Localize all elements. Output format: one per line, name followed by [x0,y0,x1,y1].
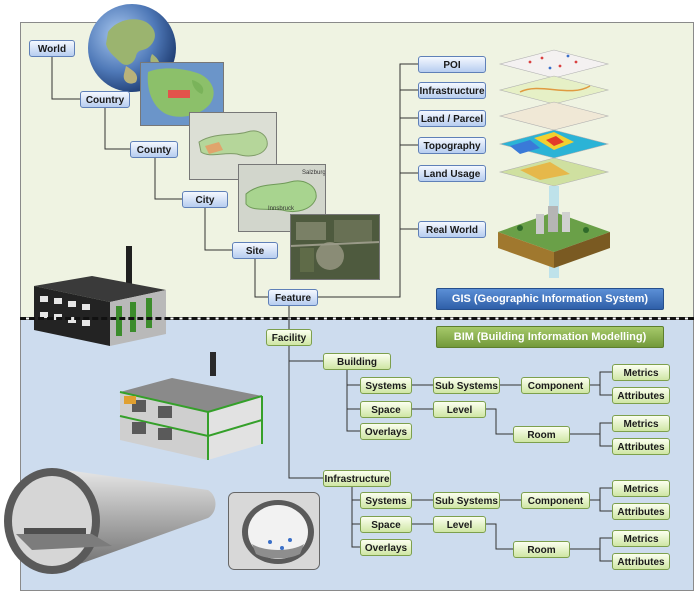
gis-banner: GIS (Geographic Information System) [436,288,664,310]
node-feature: Feature [268,289,318,306]
infrastructure-component-metrics: Metrics [612,480,670,497]
infrastructure-room-metrics: Metrics [612,530,670,547]
bim-banner: BIM (Building Information Modelling) [436,326,664,348]
infrastructure-sub-systems: Sub Systems [433,492,500,509]
node-site: Site [232,242,278,259]
tunnel-image [4,468,216,574]
infrastructure-overlays: Overlays [360,539,412,556]
building-component: Component [521,377,590,394]
salzburg-label: Salzburg [302,170,326,176]
innsbruck-label: Innsbruck [268,206,295,212]
tunnel-section-image [228,492,320,570]
node-country: Country [80,91,130,108]
layer-infrastructure: Infrastructure [418,82,486,99]
node-infrastructure: Infrastructure [323,470,391,487]
building-component-attributes: Attributes [612,387,670,404]
building-overlays: Overlays [360,423,412,440]
node-county: County [130,141,178,158]
building-cutaway-image [119,352,263,460]
infrastructure-component-attributes: Attributes [612,503,670,520]
building-space: Space [360,401,412,418]
infrastructure-room: Room [513,541,570,558]
infrastructure-space: Space [360,516,412,533]
building-exterior-image [34,246,166,346]
layer-topography: Topography [418,137,486,154]
node-city: City [182,191,228,208]
building-room-attributes: Attributes [612,438,670,455]
layer-land-parcel: Land / Parcel [418,110,486,127]
building-sub-systems: Sub Systems [433,377,500,394]
layer-real-world: Real World [418,221,486,238]
gis-layer-stack-image [498,49,610,278]
city-map-image: Innsbruck Salzburg [238,164,326,232]
building-room: Room [513,426,570,443]
node-world: World [29,40,75,57]
infrastructure-component: Component [521,492,590,509]
building-level: Level [433,401,486,418]
building-component-metrics: Metrics [612,364,670,381]
infrastructure-level: Level [433,516,486,533]
building-systems: Systems [360,377,412,394]
infrastructure-systems: Systems [360,492,412,509]
site-aerial-image [290,214,380,280]
node-facility: Facility [266,329,312,346]
node-building: Building [323,353,391,370]
country-map-image [140,62,224,126]
layer-poi: POI [418,56,486,73]
gis-bim-divider [20,317,694,320]
layer-land-usage: Land Usage [418,165,486,182]
infrastructure-room-attributes: Attributes [612,553,670,570]
building-room-metrics: Metrics [612,415,670,432]
